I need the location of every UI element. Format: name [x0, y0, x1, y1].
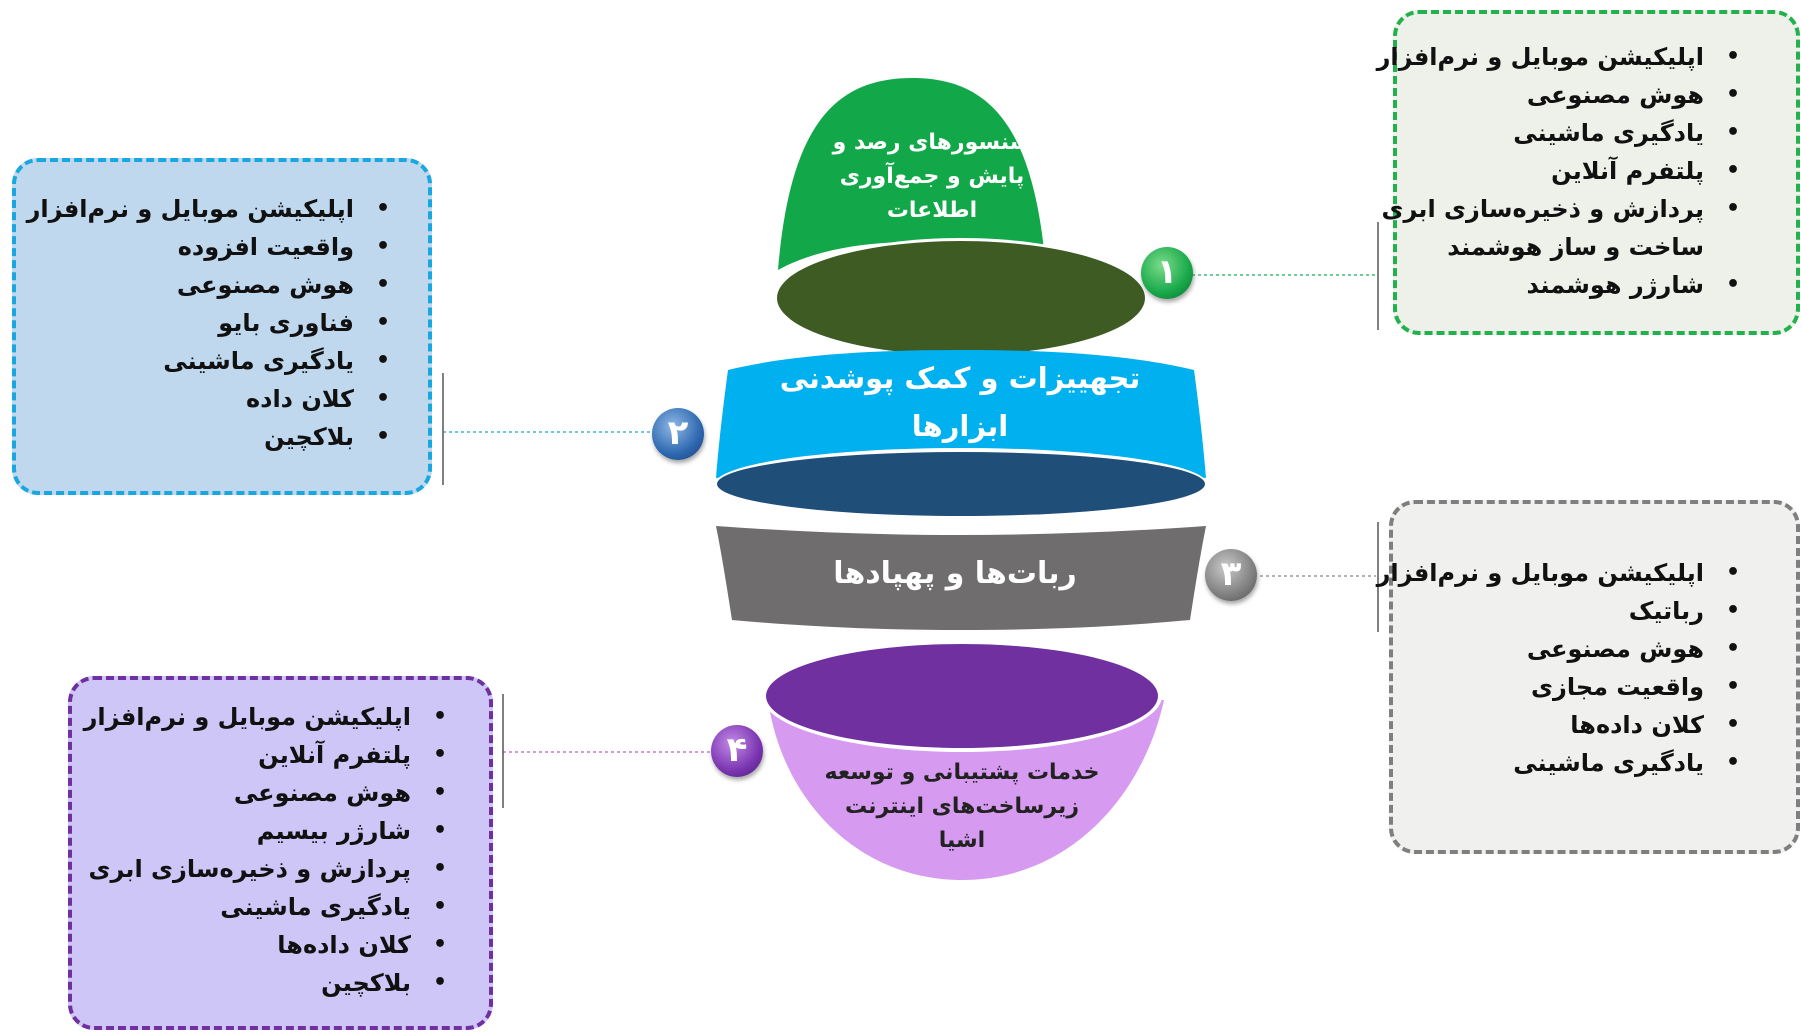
- box2-item: فناوری بایو: [27, 304, 398, 342]
- layer3-label-line: ربات‌ها و پهپادها: [833, 556, 1077, 591]
- layer3-label: ربات‌ها و پهپادها: [790, 552, 1120, 596]
- box4-item: اپلیکیشن موبایل و نرم‌افزار: [84, 698, 455, 736]
- box1-item: هوش مصنوعی: [1377, 76, 1748, 114]
- box2-item: یادگیری ماشینی: [27, 342, 398, 380]
- layer1-label-line: پایش و جمع‌آوری: [839, 164, 1025, 189]
- layer2-base: [717, 452, 1205, 516]
- box4-item: کلان داده‌ها: [84, 926, 455, 964]
- box1-item: شارژر هوشمند: [1377, 266, 1748, 304]
- layer1-label-line: سنسورهای رصد و: [832, 130, 1032, 155]
- box-layer2: اپلیکیشن موبایل و نرم‌افزار واقعیت افزود…: [12, 158, 432, 495]
- layer2-label-line: ابزارها: [911, 409, 1009, 443]
- layer1-dome: [778, 78, 1046, 270]
- layer4-label-line: خدمات پشتیبانی و توسعه: [824, 760, 1100, 785]
- box3-item: واقعیت مجازی: [1377, 668, 1748, 706]
- box2-item: کلان داده: [27, 380, 398, 418]
- badge-layer4: ۴: [711, 725, 763, 777]
- box2-item: واقعیت افزوده: [27, 228, 398, 266]
- box1-item: پلتفرم آنلاین: [1377, 152, 1748, 190]
- box3-item: یادگیری ماشینی: [1377, 744, 1748, 782]
- layer1-base: [777, 241, 1145, 355]
- box-layer1: اپلیکیشن موبایل و نرم‌افزار هوش مصنوعی ی…: [1377, 10, 1800, 335]
- layer2-label: تجهییزات و کمک پوشدنی ابزارها: [760, 354, 1160, 450]
- box1-item: یادگیری ماشینی: [1377, 114, 1748, 152]
- layer2-band: [716, 350, 1206, 478]
- box3-item: هوش مصنوعی: [1377, 630, 1748, 668]
- box1-item: ساخت و ساز هوشمند: [1447, 233, 1704, 261]
- box3-item: رباتیک: [1377, 592, 1748, 630]
- box4-item: پلتفرم آنلاین: [84, 736, 455, 774]
- box1-item: پردازش و ذخیره‌سازی ابری: [1377, 190, 1748, 228]
- layer2-label-line: تجهییزات و کمک پوشدنی: [779, 361, 1141, 395]
- box4-item: پردازش و ذخیره‌سازی ابری: [84, 850, 455, 888]
- layer4-top: [766, 644, 1158, 748]
- box2-item: بلاکچین: [27, 418, 398, 456]
- badge-layer2: ۲: [652, 408, 704, 460]
- layer4-label: خدمات پشتیبانی و توسعه زیرساخت‌های اینتر…: [822, 756, 1102, 858]
- layer1-label-line: اطلاعات: [886, 198, 978, 223]
- badge-layer3: ۳: [1205, 549, 1257, 601]
- layer3-band: [716, 526, 1206, 630]
- box4-item: شارژر بیسیم: [84, 812, 455, 850]
- badge-layer1: ۱: [1141, 247, 1193, 299]
- box-layer4: اپلیکیشن موبایل و نرم‌افزار پلتفرم آنلای…: [68, 676, 493, 1030]
- box3-item: کلان داده‌ها: [1377, 706, 1748, 744]
- box4-item: یادگیری ماشینی: [84, 888, 455, 926]
- box4-item: هوش مصنوعی: [84, 774, 455, 812]
- box-layer3: اپلیکیشن موبایل و نرم‌افزار رباتیک هوش م…: [1377, 500, 1800, 854]
- layer1-label: سنسورهای رصد و پایش و جمع‌آوری اطلاعات: [818, 126, 1046, 228]
- layer4-label-line: زیرساخت‌های اینترنت: [845, 794, 1079, 819]
- layer4-label-line: اشیا: [938, 828, 986, 853]
- box1-item: اپلیکیشن موبایل و نرم‌افزار: [1377, 38, 1748, 76]
- box2-item: هوش مصنوعی: [27, 266, 398, 304]
- box4-item: بلاکچین: [84, 964, 455, 1002]
- box2-item: اپلیکیشن موبایل و نرم‌افزار: [27, 190, 398, 228]
- box3-item: اپلیکیشن موبایل و نرم‌افزار: [1377, 554, 1748, 592]
